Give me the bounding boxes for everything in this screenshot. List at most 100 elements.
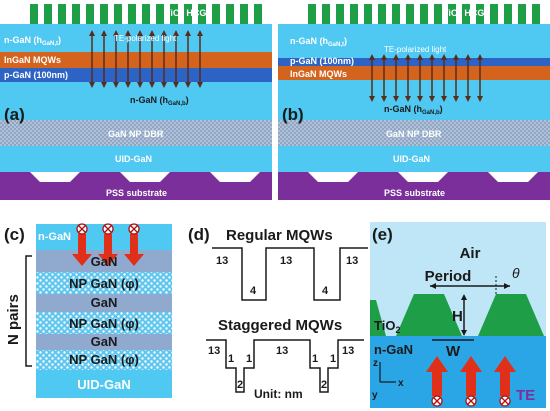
n-gan-top-layer-b (278, 24, 550, 58)
air-label: Air (460, 245, 481, 262)
reg-barrier-3: 13 (346, 255, 358, 267)
n-gan-top-label-a: n-GaN (hGaN,t) (4, 35, 61, 47)
red-arrows-c (72, 234, 144, 266)
gan-layer-c-2 (36, 294, 172, 312)
uid-layer-a (0, 146, 272, 172)
te-arrowheads-a (89, 30, 203, 88)
panel-b: TiO₂ HCG n-GaN (hGaN,t) TE-polar (278, 0, 550, 200)
regular-title: Regular MQWs (226, 227, 333, 244)
uid-layer-b (278, 146, 550, 172)
stg-step-1: 1 (228, 353, 234, 365)
te-light-label-a: TE-polarized light (114, 34, 177, 43)
theta-label: θ (512, 265, 520, 281)
pss-label-a: PSS substrate (106, 188, 167, 198)
np-gan-label-c-2: NP GaN (φ) (69, 316, 139, 331)
unit-label: Unit: nm (254, 387, 303, 401)
cross-markers-c (76, 223, 140, 235)
uid-label-b: UID-GaN (393, 154, 430, 164)
stg-barrier-3: 13 (342, 345, 354, 357)
uid-layer-c (36, 370, 172, 398)
h-arrowhead-top (461, 294, 467, 300)
mqw-layer-a (0, 52, 272, 68)
regular-profile (212, 247, 368, 301)
dbr-layer-a (0, 120, 272, 146)
stg-step-4: 1 (330, 353, 336, 365)
stg-step-2: 1 (246, 353, 252, 365)
axis-z-label: z (373, 358, 378, 369)
stg-well-1: 2 (237, 379, 243, 391)
mqw-label-b: InGaN MQWs (290, 69, 347, 79)
hcg-gratings-a (30, 4, 262, 24)
stg-well-2: 2 (321, 379, 327, 391)
axis-y-label: y (372, 390, 378, 401)
pss-label-b: PSS substrate (384, 188, 445, 198)
p-gan-label-b: p-GaN (100nm) (290, 56, 354, 66)
mqw-label-a: InGaN MQWs (4, 55, 61, 65)
n-pairs-bracket (25, 255, 32, 367)
n-gan-region-e (370, 336, 546, 408)
p-gan-layer-b (278, 58, 550, 66)
n-gan-bottom-layer-b (278, 80, 550, 120)
panel-d: (d) Regular MQWs 13 4 13 4 13 Staggered … (188, 225, 368, 401)
grating-bar-1 (396, 294, 462, 336)
n-pairs-label: N pairs (5, 294, 22, 345)
grating-bar-2 (478, 294, 544, 336)
panel-label-d: (d) (188, 225, 210, 244)
gan-layer-c-3 (36, 334, 172, 350)
panel-label-a: (a) (4, 105, 25, 124)
gan-label-c-1: GaN (91, 254, 118, 269)
staggered-title: Staggered MQWs (218, 317, 342, 334)
period-arrowhead-right (504, 283, 510, 289)
cross-markers-e (431, 395, 511, 407)
n-gan-bottom-label-b: n-GaN (hGaN,b) (384, 104, 443, 116)
mqw-layer-b (278, 66, 550, 80)
pss-layer-a (0, 172, 272, 200)
gan-label-c-3: GaN (91, 334, 118, 349)
red-arrows-e (426, 356, 516, 396)
reg-barrier-2: 13 (280, 255, 292, 267)
panel-label-c: (c) (4, 225, 25, 244)
w-label: W (446, 343, 461, 360)
panel-label-b: (b) (282, 105, 304, 124)
hcg-gratings-b (308, 4, 540, 24)
panel-c: (c) n-GaN GaN NP GaN (φ) GaN NP GaN (φ) … (4, 223, 172, 398)
gan-label-c-2: GaN (91, 295, 118, 310)
np-gan-label-c-1: NP GaN (φ) (69, 276, 139, 291)
te-arrows-a (91, 32, 201, 86)
stg-barrier-1: 13 (208, 345, 220, 357)
te-arrowheads-b (369, 54, 483, 102)
hcg-label-b: TiO₂ HCG (443, 8, 484, 18)
n-gan-top-label-b: n-GaN (hGaN,t) (290, 36, 347, 48)
n-gan-label-c: n-GaN (38, 231, 71, 243)
reg-well-1: 4 (250, 285, 257, 297)
np-gan-layer-c-3 (36, 350, 172, 370)
n-gan-top-layer-a (0, 24, 272, 52)
dbr-layer-b (278, 120, 550, 146)
period-label: Period (425, 268, 472, 285)
p-gan-label-a: p-GaN (100nm) (4, 70, 68, 80)
np-gan-layer-c-2 (36, 312, 172, 334)
pss-layer-b (278, 172, 550, 200)
stg-step-3: 1 (312, 353, 318, 365)
hcg-label-a: TiO₂ HCG (165, 8, 206, 18)
panel-a: TiO₂ HCG n-GaN (hGaN, (0, 0, 272, 200)
dbr-label-b: GaN NP DBR (386, 129, 442, 139)
panel-label-e: (e) (372, 225, 393, 244)
te-arrows-b (371, 56, 481, 100)
reg-well-2: 4 (322, 285, 329, 297)
axis-x-label: x (398, 378, 404, 389)
stg-barrier-2: 13 (276, 345, 288, 357)
grating-bar-edge (370, 300, 386, 336)
h-arrowhead-bottom (461, 330, 467, 336)
staggered-profile (206, 339, 364, 393)
n-gan-bottom-layer-a (0, 82, 272, 120)
n-gan-bottom-label-a: n-GaN (hGaN,b) (130, 95, 189, 107)
tio2-label: TiO2 (374, 318, 400, 335)
np-gan-layer-c-1 (36, 272, 172, 294)
period-arrowhead-left (430, 283, 436, 289)
te-label-e: TE (516, 387, 535, 404)
panel-e: (e) Air Period θ H TiO2 n-GaN W z y x (370, 222, 546, 408)
h-label: H (452, 308, 463, 325)
uid-label-c: UID-GaN (77, 377, 130, 392)
